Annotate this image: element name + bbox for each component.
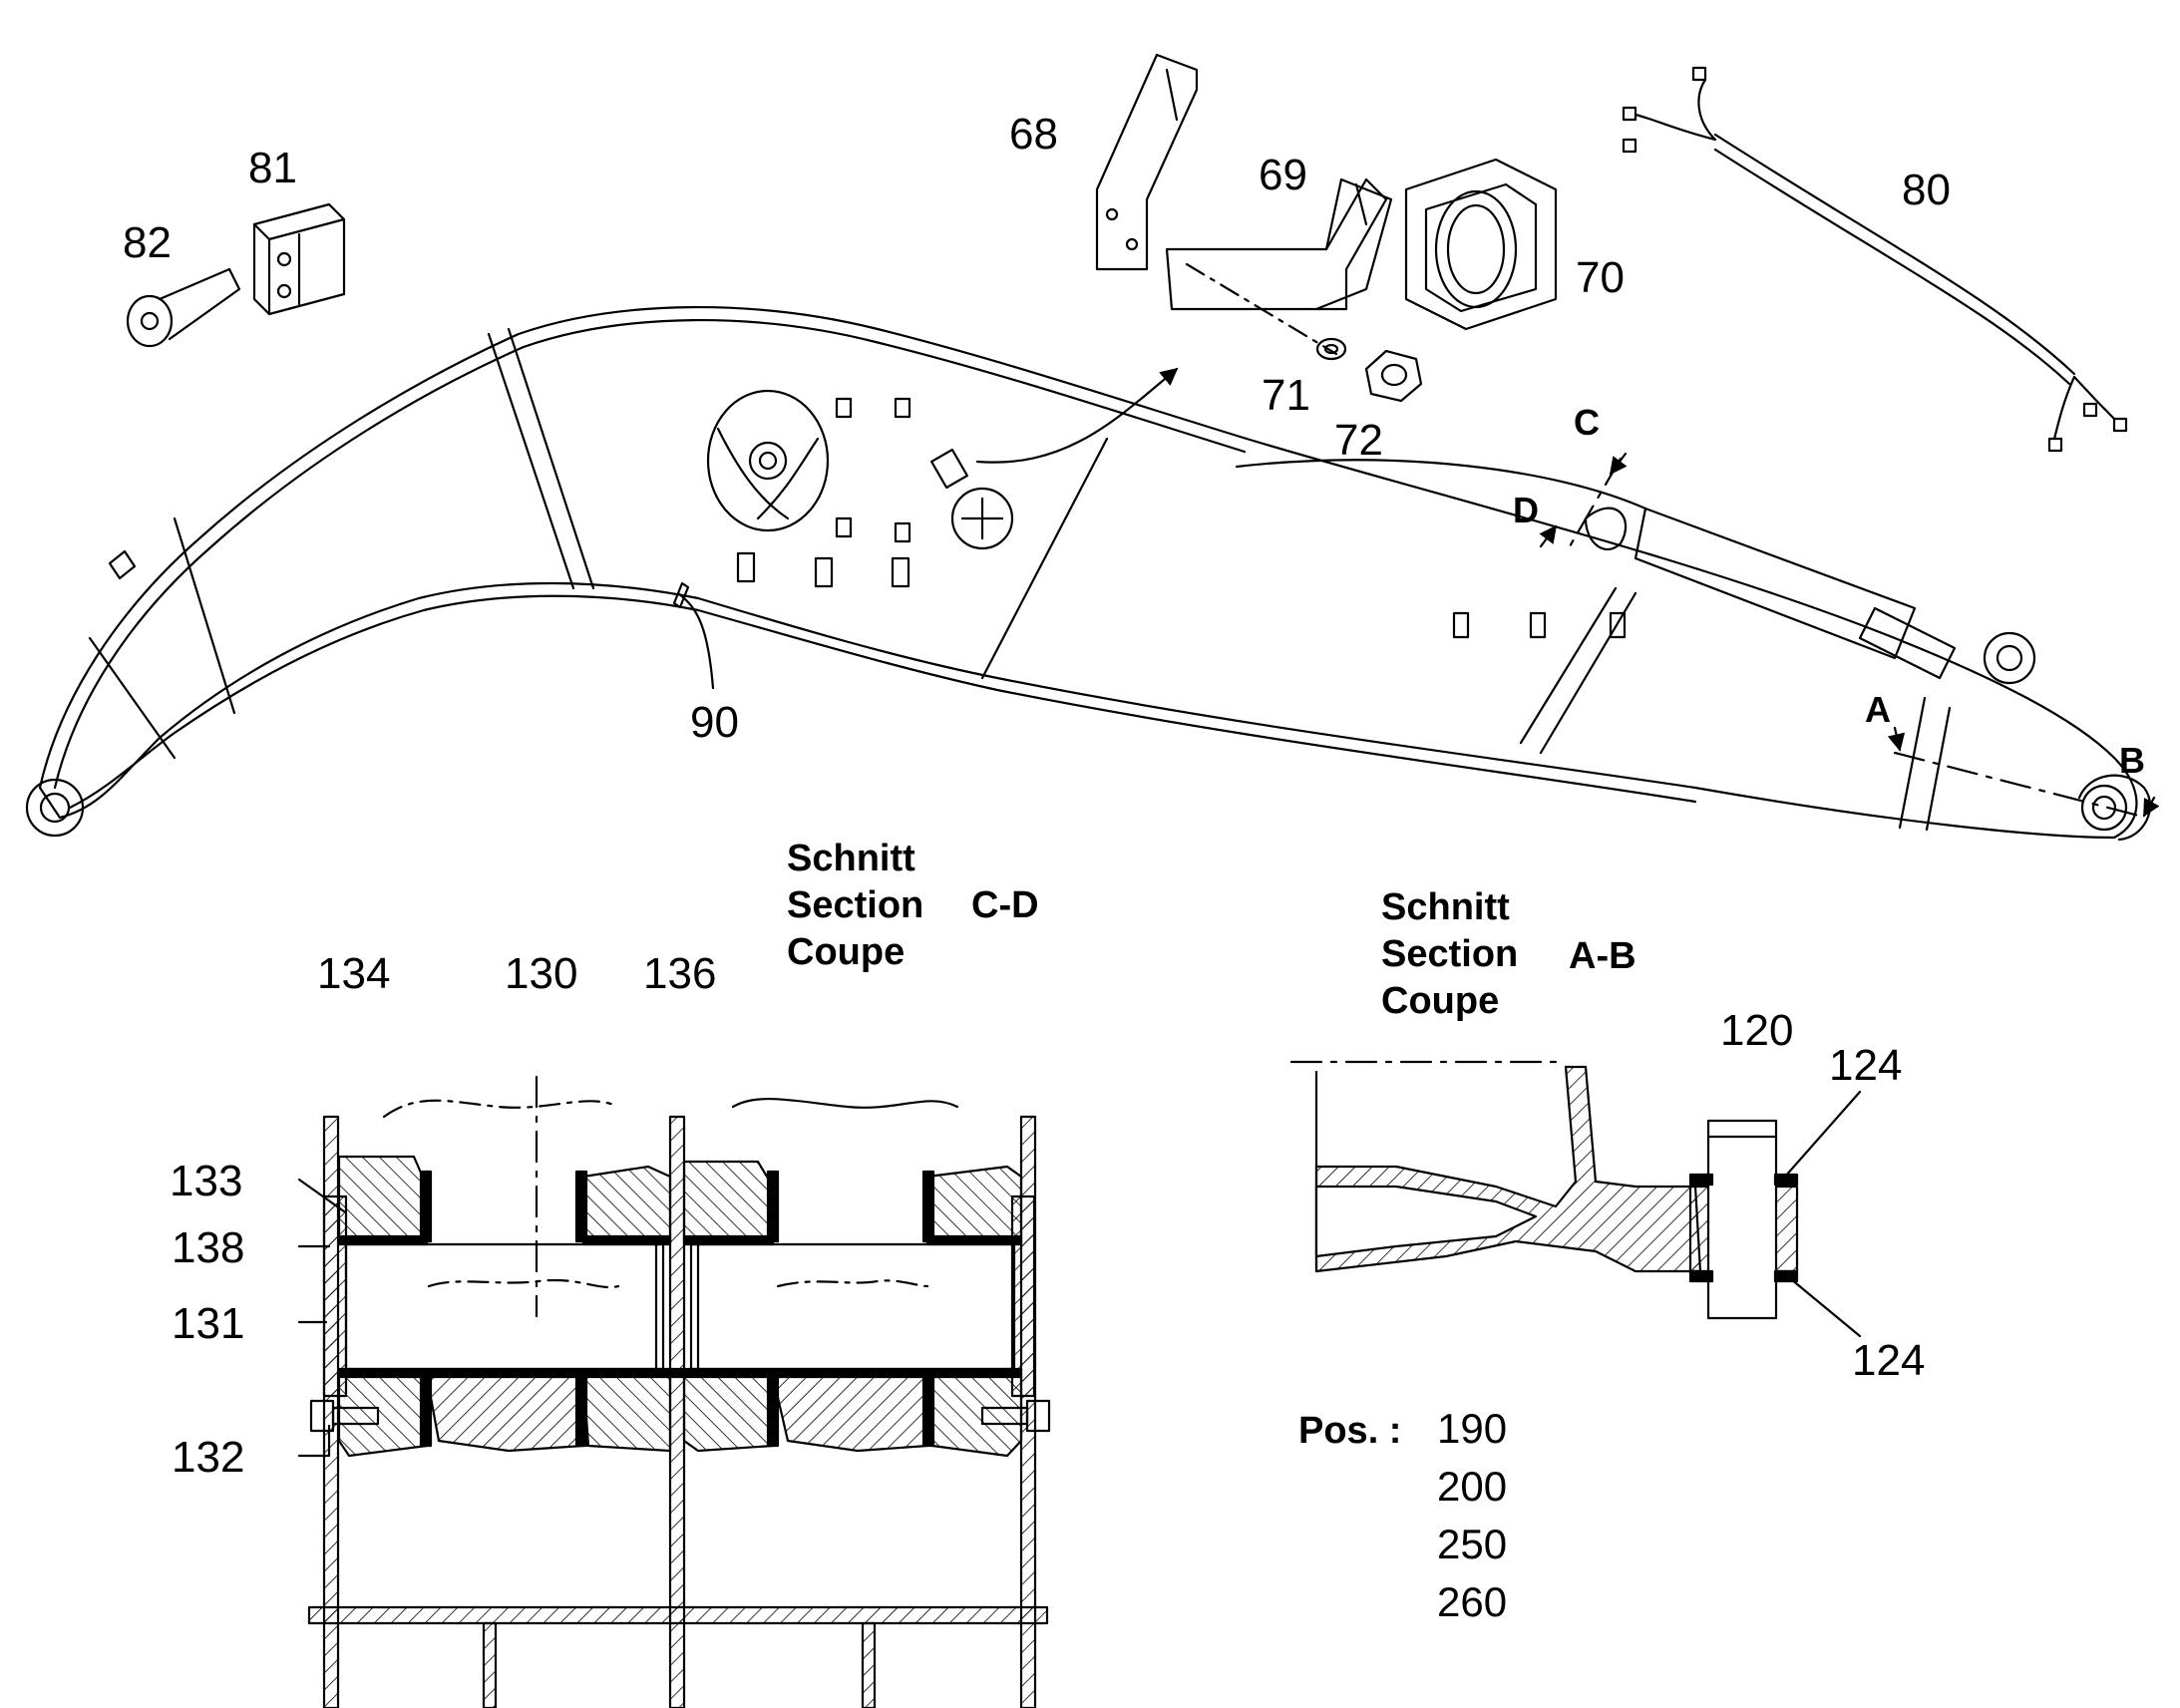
callout-70: 70 bbox=[1576, 253, 1625, 302]
position-value: 260 bbox=[1437, 1578, 1508, 1625]
position-value: 250 bbox=[1437, 1521, 1508, 1567]
nut-72 bbox=[1364, 349, 1423, 403]
callout-72: 72 bbox=[1334, 416, 1383, 465]
section-cd-line3: Coupe bbox=[787, 931, 906, 973]
section-cd-heading: Schnitt Section Coupe bbox=[787, 836, 923, 976]
callout-68: 68 bbox=[1009, 110, 1058, 159]
section-ab-line3: Coupe bbox=[1381, 980, 1500, 1022]
section-ab-id: A-B bbox=[1569, 935, 1636, 977]
bracket-69 bbox=[1165, 177, 1393, 311]
callout-124-bottom: 124 bbox=[1852, 1336, 1926, 1385]
positions-label: Pos. : bbox=[1298, 1410, 1402, 1452]
callout-138: 138 bbox=[172, 1223, 245, 1272]
callout-80: 80 bbox=[1902, 166, 1951, 214]
section-ab-line2: Section bbox=[1381, 933, 1519, 975]
callout-69: 69 bbox=[1259, 151, 1307, 199]
section-ab-drawing bbox=[1289, 1060, 1862, 1338]
section-cd-line1: Schnitt bbox=[787, 838, 915, 879]
cable-harness-80 bbox=[1622, 66, 2128, 453]
position-value: 190 bbox=[1437, 1405, 1508, 1452]
callout-124-top: 124 bbox=[1829, 1041, 1903, 1090]
section-marker-b: B bbox=[2119, 740, 2145, 781]
section-marker-a: A bbox=[1865, 689, 1891, 730]
callout-71: 71 bbox=[1262, 371, 1310, 420]
boom-arm bbox=[25, 306, 2152, 842]
callout-132: 132 bbox=[172, 1433, 245, 1482]
positions-list: 190 200 250 260 bbox=[1437, 1400, 1507, 1631]
callout-136: 136 bbox=[643, 949, 717, 998]
section-ab-heading: Schnitt Section Coupe bbox=[1381, 884, 1518, 1025]
callout-133: 133 bbox=[170, 1157, 243, 1205]
callout-81: 81 bbox=[248, 144, 297, 192]
callout-120: 120 bbox=[1720, 1006, 1794, 1055]
section-cd-drawing bbox=[297, 1075, 1051, 1708]
section-marker-c: C bbox=[1574, 402, 1600, 443]
washer-71 bbox=[1315, 337, 1347, 361]
callout-134: 134 bbox=[317, 949, 391, 998]
clamp-block-81 bbox=[252, 202, 346, 316]
section-cd-id: C-D bbox=[971, 884, 1039, 926]
callout-90: 90 bbox=[690, 698, 739, 747]
bracket-68 bbox=[1095, 53, 1199, 271]
callout-131: 131 bbox=[172, 1299, 245, 1348]
section-cd-line2: Section bbox=[787, 884, 924, 926]
bolt-82 bbox=[126, 267, 241, 348]
callout-130: 130 bbox=[505, 949, 578, 998]
section-ab-line1: Schnitt bbox=[1381, 886, 1510, 928]
callout-82: 82 bbox=[123, 218, 172, 267]
housing-70 bbox=[1404, 158, 1558, 331]
section-marker-d: D bbox=[1513, 490, 1539, 530]
position-value: 200 bbox=[1437, 1463, 1508, 1510]
